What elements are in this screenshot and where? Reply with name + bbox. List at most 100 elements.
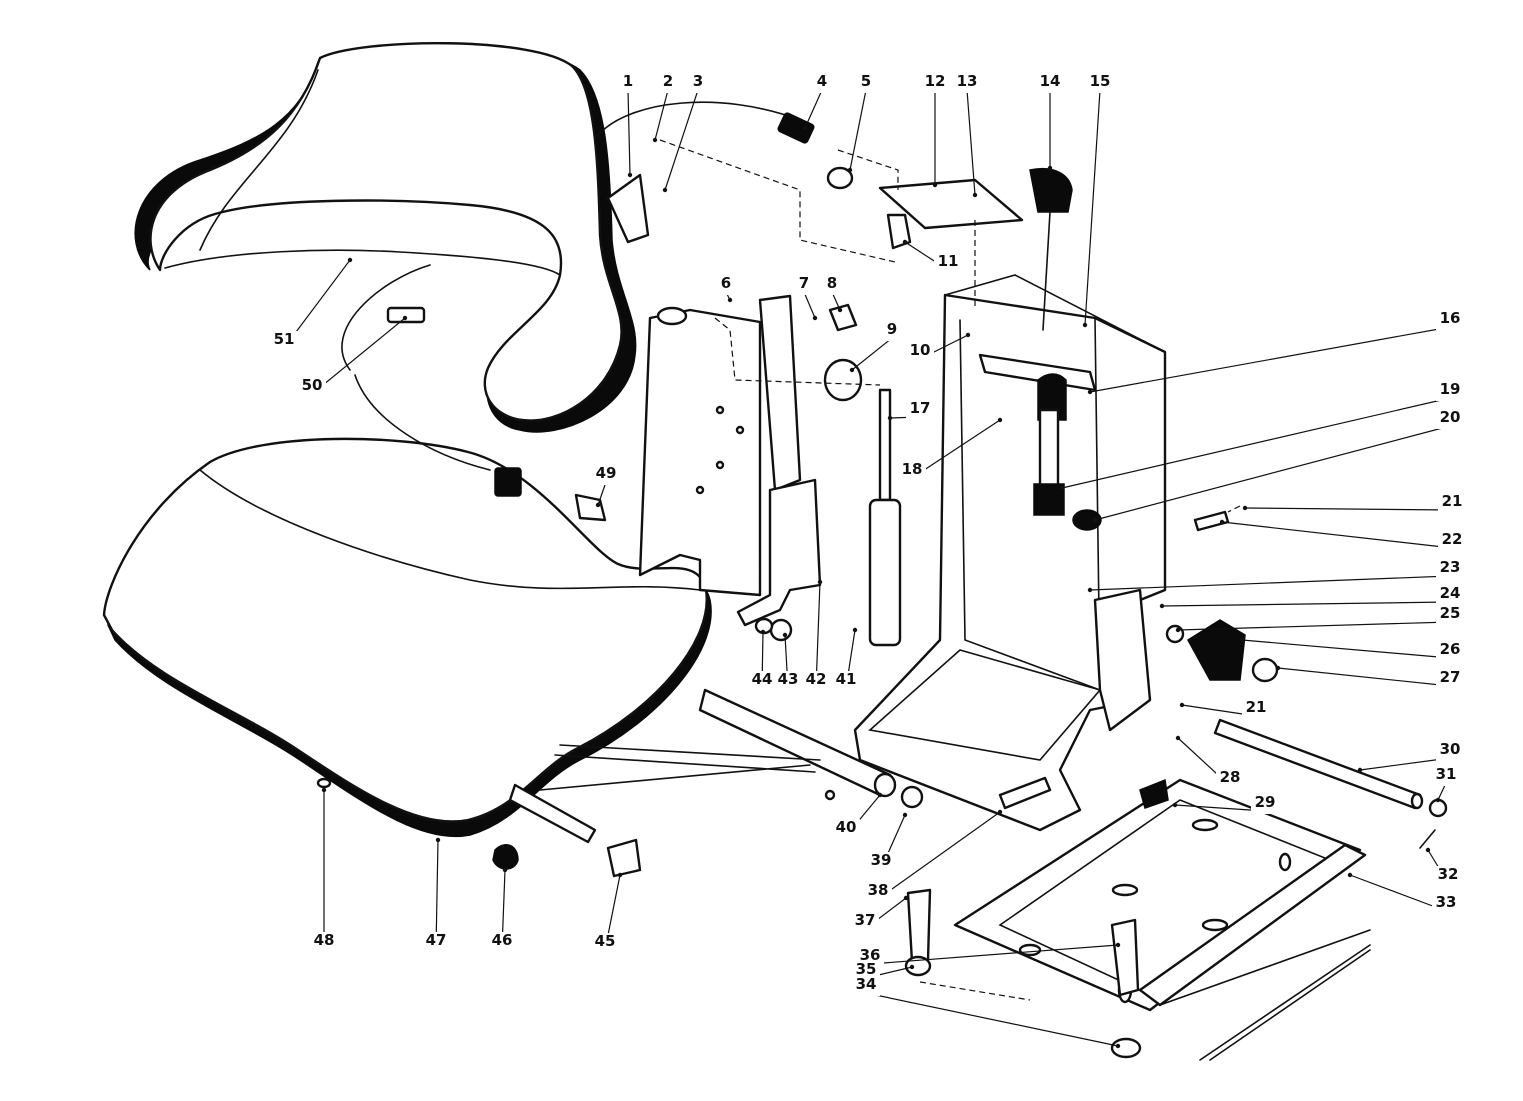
leader-dot xyxy=(321,787,327,793)
leader-dot xyxy=(727,297,733,303)
leader-line xyxy=(1161,601,1451,607)
leader-dot xyxy=(909,964,915,970)
part-callout: 42 xyxy=(806,670,827,688)
small-parts xyxy=(316,166,1448,1059)
leader-line xyxy=(1061,397,1451,489)
part-callout: 23 xyxy=(1440,558,1461,576)
leader-line xyxy=(911,419,1001,479)
callout-background xyxy=(864,882,892,902)
leader-dot xyxy=(902,239,908,245)
leader-dot xyxy=(997,417,1003,423)
leader-dot xyxy=(1047,165,1053,171)
callout-background xyxy=(878,321,906,341)
leader-line xyxy=(815,581,821,689)
part-callout: 21 xyxy=(1246,698,1267,716)
callout-background xyxy=(1438,531,1466,551)
callout-background xyxy=(1438,493,1466,513)
callout-background xyxy=(1242,699,1270,719)
part-callout: 38 xyxy=(868,881,889,899)
leader-dot xyxy=(1115,942,1121,948)
leader-dot xyxy=(877,792,883,798)
part-callout: 18 xyxy=(902,460,923,478)
callout-background xyxy=(310,932,338,952)
part-callout: 25 xyxy=(1440,604,1461,622)
leader-dot xyxy=(997,809,1003,815)
leader-dot xyxy=(435,837,441,843)
leader-line xyxy=(1177,621,1451,631)
slide-rail-assembly xyxy=(953,778,1371,1061)
leader-line xyxy=(654,89,669,141)
part-callout: 20 xyxy=(1440,408,1461,426)
leader-dot xyxy=(1219,519,1225,525)
callout-background xyxy=(1086,73,1114,93)
leader-dot xyxy=(1172,802,1178,808)
part-callout: 22 xyxy=(1442,530,1463,548)
leader-line xyxy=(664,89,699,191)
leader-dot xyxy=(1347,872,1353,878)
callout-background xyxy=(1436,310,1464,330)
leader-dot xyxy=(1175,627,1181,633)
part-callout: 48 xyxy=(314,931,335,949)
seat-back-cushion xyxy=(134,41,637,433)
callout-background xyxy=(614,73,642,93)
part-callout: 40 xyxy=(836,818,857,836)
callout-background xyxy=(1436,641,1464,661)
leader-dot xyxy=(1159,603,1165,609)
callout-background xyxy=(867,852,895,872)
leader-dot xyxy=(1242,505,1248,511)
part-callout: 32 xyxy=(1438,865,1459,883)
leader-dot xyxy=(1087,389,1093,395)
leader-dot xyxy=(1092,517,1098,523)
part-callout: 17 xyxy=(910,399,931,417)
part-callout: 41 xyxy=(836,670,857,688)
callout-background xyxy=(832,671,860,691)
main-frame xyxy=(853,274,1167,832)
callout-background xyxy=(591,933,619,953)
leader-lines xyxy=(283,89,1453,1049)
part-callout: 49 xyxy=(596,464,617,482)
leader-dot xyxy=(1179,702,1185,708)
part-callout: 35 xyxy=(856,960,877,978)
callout-background xyxy=(808,73,836,93)
leader-dot xyxy=(902,812,908,818)
support-tubes xyxy=(508,688,1424,844)
leader-dot xyxy=(617,872,623,878)
leader-line xyxy=(869,944,1119,965)
callout-background xyxy=(1251,794,1279,814)
leader-dot xyxy=(402,315,408,321)
leader-dot xyxy=(887,415,893,421)
part-callout: 9 xyxy=(887,320,897,338)
callout-background xyxy=(684,73,712,93)
leader-line xyxy=(1244,507,1453,511)
callout-background xyxy=(818,275,846,295)
leader-dot xyxy=(965,332,971,338)
part-callout: 6 xyxy=(721,274,731,292)
leader-dot xyxy=(837,307,843,313)
callout-background xyxy=(488,932,516,952)
part-callout: 36 xyxy=(860,946,881,964)
callout-background xyxy=(852,73,880,93)
part-callout: 5 xyxy=(861,72,871,90)
leader-dot xyxy=(1239,637,1245,643)
part-callout: 14 xyxy=(1040,72,1061,90)
leader-dot xyxy=(932,182,938,188)
callout-background xyxy=(270,331,298,351)
leader-line xyxy=(1089,575,1451,591)
part-callout: 50 xyxy=(302,376,323,394)
leader-dot xyxy=(1087,587,1093,593)
part-callout: 21 xyxy=(1442,492,1463,510)
leader-line xyxy=(627,89,631,176)
part-callout: 51 xyxy=(274,330,295,348)
leader-dot xyxy=(812,315,818,321)
leader-dot xyxy=(1275,665,1281,671)
callout-background xyxy=(934,253,962,273)
callout-background xyxy=(802,671,830,691)
callout-background xyxy=(1436,585,1464,605)
leader-line xyxy=(1359,757,1451,771)
leader-line xyxy=(803,291,816,319)
callout-background xyxy=(298,377,326,397)
part-callout: 16 xyxy=(1440,309,1461,327)
callout-background xyxy=(1216,769,1244,789)
leader-dot xyxy=(802,125,808,131)
leader-line xyxy=(1089,326,1451,393)
